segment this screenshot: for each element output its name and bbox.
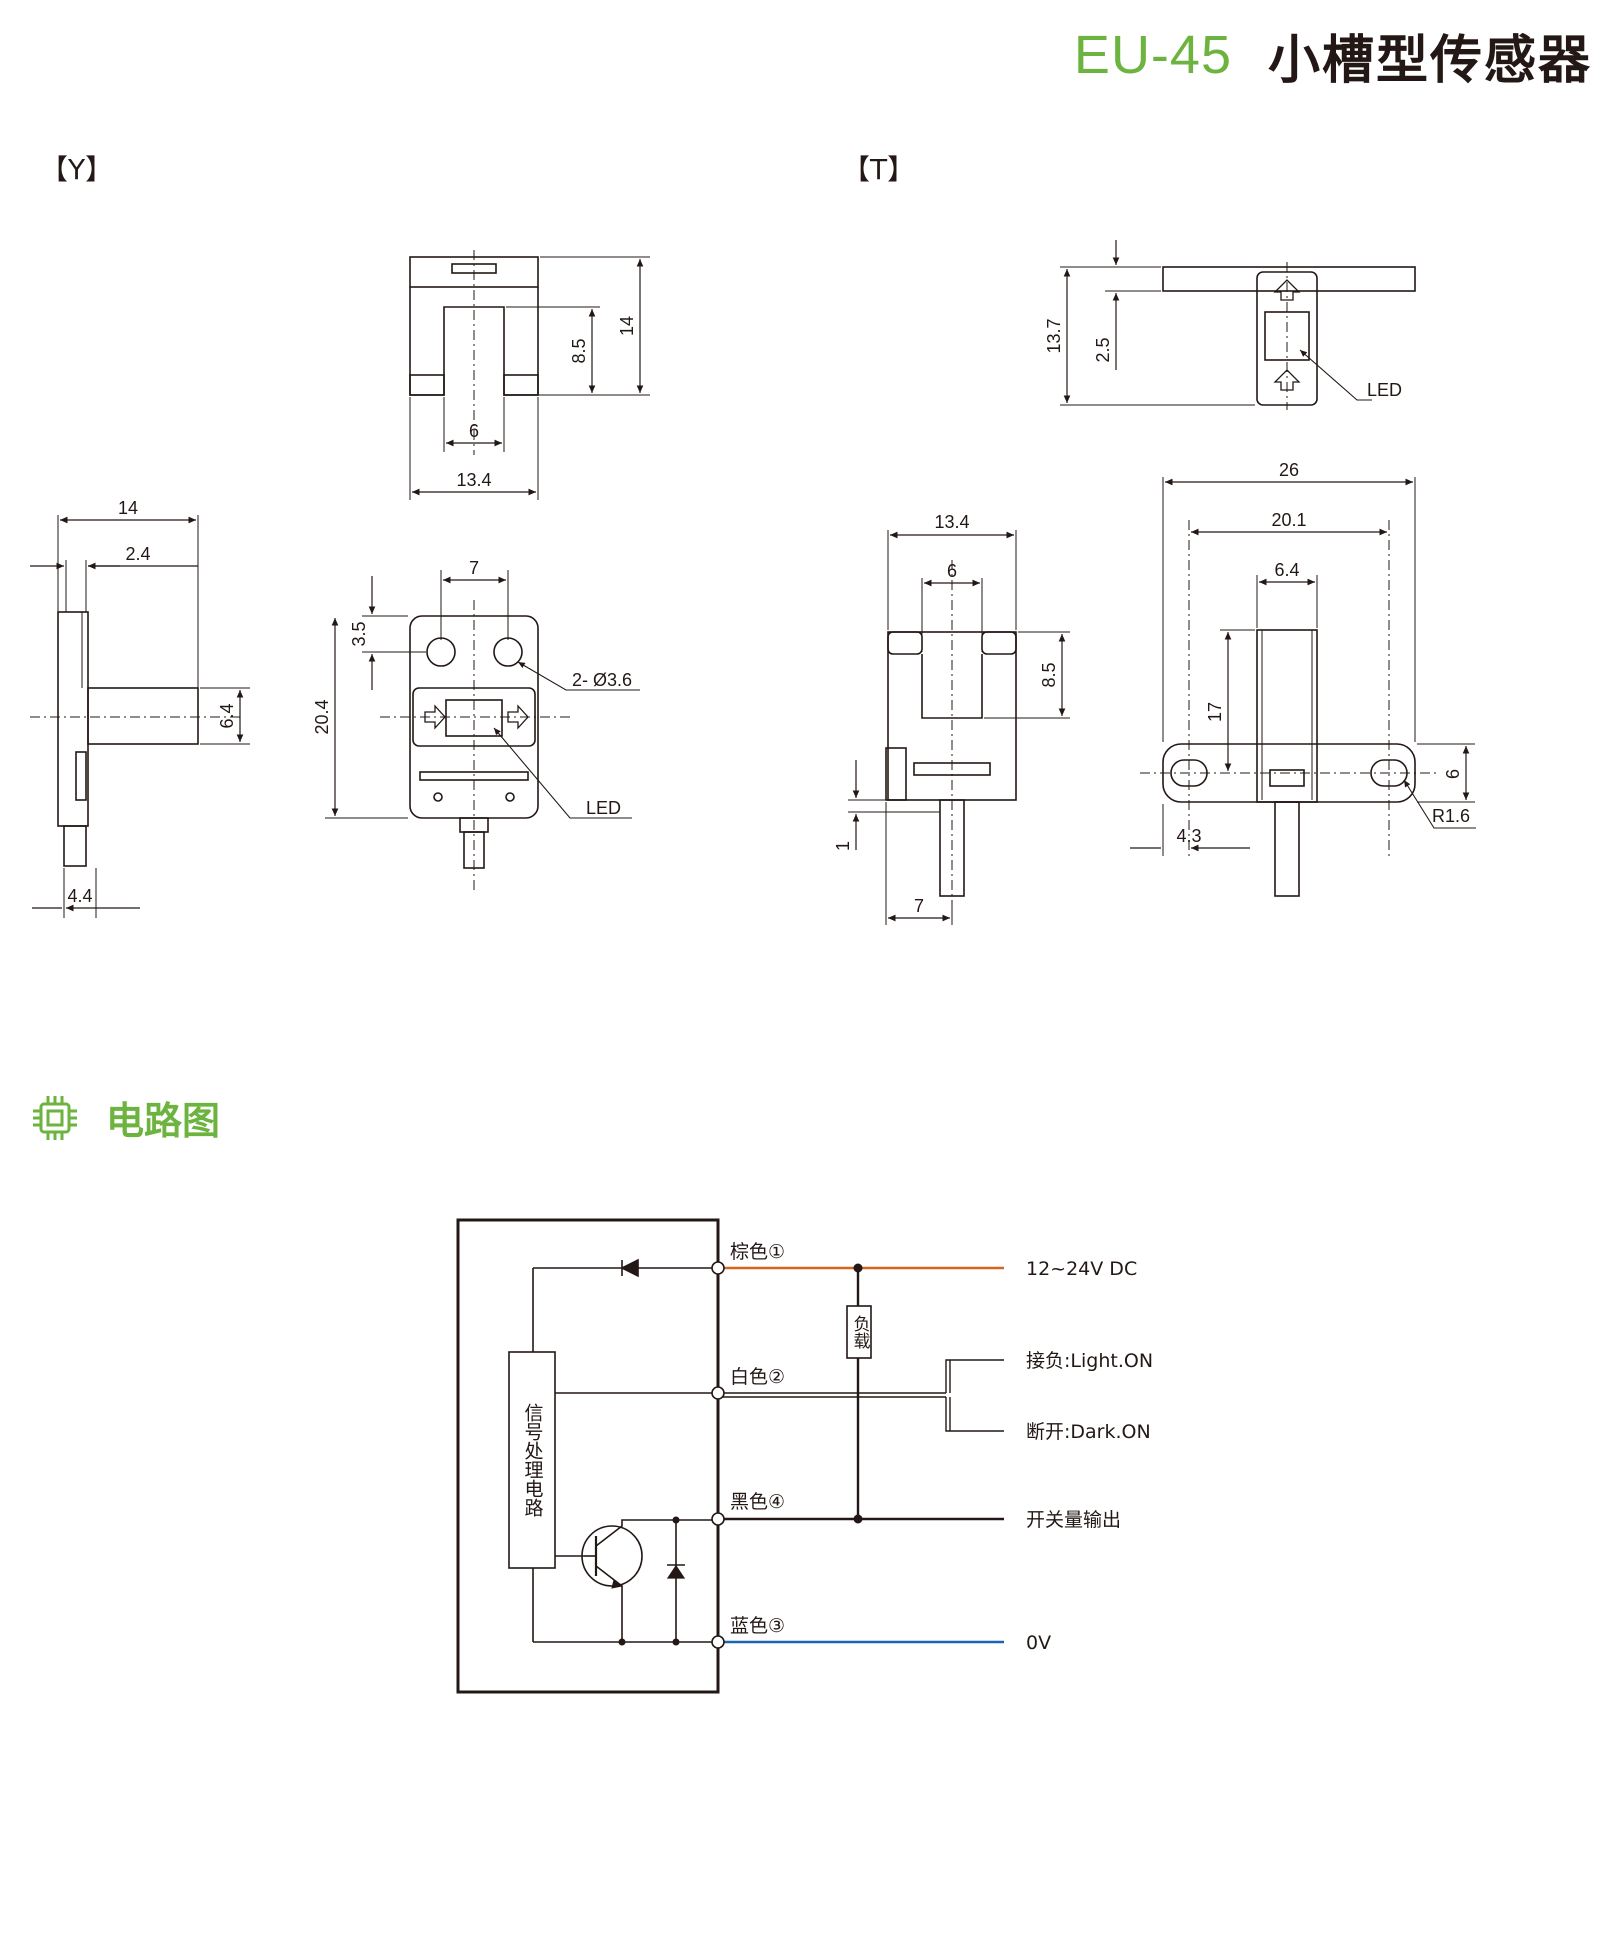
model-number: EU-45 [1073, 25, 1232, 85]
output-light-on: 接负:Light.ON [1026, 1350, 1153, 1372]
variant-y-label: 【Y】 [40, 153, 114, 186]
output-dark-on: 断开:Dark.ON [1026, 1421, 1151, 1443]
y-side-depth: 14 [118, 498, 138, 518]
t-front-plate: 6 [1443, 769, 1463, 779]
dimension-drawings: 14 8.5 6 13.4 14 2.4 6.4 4.4 7 3.5 20.4 … [30, 240, 1476, 925]
t-side-pin: 7 [914, 896, 924, 916]
y-top-height: 14 [617, 316, 637, 336]
wire-brown-label: 棕色① [730, 1241, 785, 1263]
y-top-slot-depth: 8.5 [569, 338, 589, 363]
t-side-slot-depth: 8.5 [1039, 662, 1059, 687]
t-front-view [1130, 477, 1476, 897]
wire-blue-label: 蓝色③ [730, 1615, 785, 1637]
page-title: EU-45 小槽型传感器 [1073, 20, 1592, 91]
wire-white-label: 白色② [730, 1366, 785, 1388]
y-top-slot-width: 6 [469, 421, 479, 441]
y-side-plate: 2.4 [125, 544, 150, 564]
t-front-width: 26 [1279, 460, 1299, 480]
t-side-slot-width: 6 [947, 561, 957, 581]
y-side-slot: 6.4 [217, 703, 237, 728]
t-front-radius: R1.6 [1432, 806, 1470, 826]
y-top-width: 13.4 [456, 470, 491, 490]
y-front-height: 20.4 [312, 699, 332, 734]
t-top-plate: 2.5 [1093, 337, 1113, 362]
t-front-body: 6.4 [1274, 560, 1299, 580]
y-front-led: LED [586, 798, 621, 818]
y-top-view [409, 250, 650, 500]
t-front-height: 17 [1205, 702, 1225, 722]
t-front-hole-offset: 4.3 [1176, 826, 1201, 846]
y-side-pin: 4.4 [67, 886, 92, 906]
processing-circuit-label: 信号处理电路 [521, 1403, 544, 1517]
section-title: 电路图 [106, 1099, 221, 1143]
y-side-view [30, 515, 250, 918]
variant-t-label: 【T】 [842, 153, 916, 186]
t-side-view [848, 530, 1070, 925]
chip-icon [33, 1095, 77, 1140]
circuit-section-heading: 电路图 [30, 1090, 220, 1145]
y-front-holes: 2- Ø3.6 [572, 670, 632, 690]
circuit-diagram: 信号处理电路 负载 棕色① 白色② 黑色④ 蓝色③ 12~24V DC 接负:L… [456, 1218, 1153, 1694]
output-switch: 开关量输出 [1026, 1509, 1121, 1531]
output-zero: 0V [1026, 1632, 1051, 1654]
t-top-led: LED [1367, 380, 1402, 400]
t-top-height: 13.7 [1044, 318, 1064, 353]
output-supply: 12~24V DC [1026, 1258, 1137, 1280]
y-front-view [325, 570, 640, 890]
y-front-hole-offset: 3.5 [349, 621, 369, 646]
t-top-view [1060, 240, 1416, 410]
product-name: 小槽型传感器 [1267, 30, 1592, 91]
y-front-hole-pitch: 7 [469, 558, 479, 578]
load-label: 负载 [849, 1315, 870, 1349]
t-side-width: 13.4 [934, 512, 969, 532]
wire-black-label: 黑色④ [730, 1491, 785, 1513]
t-front-hole-pitch: 20.1 [1271, 510, 1306, 530]
t-side-thickness: 1 [833, 841, 853, 851]
